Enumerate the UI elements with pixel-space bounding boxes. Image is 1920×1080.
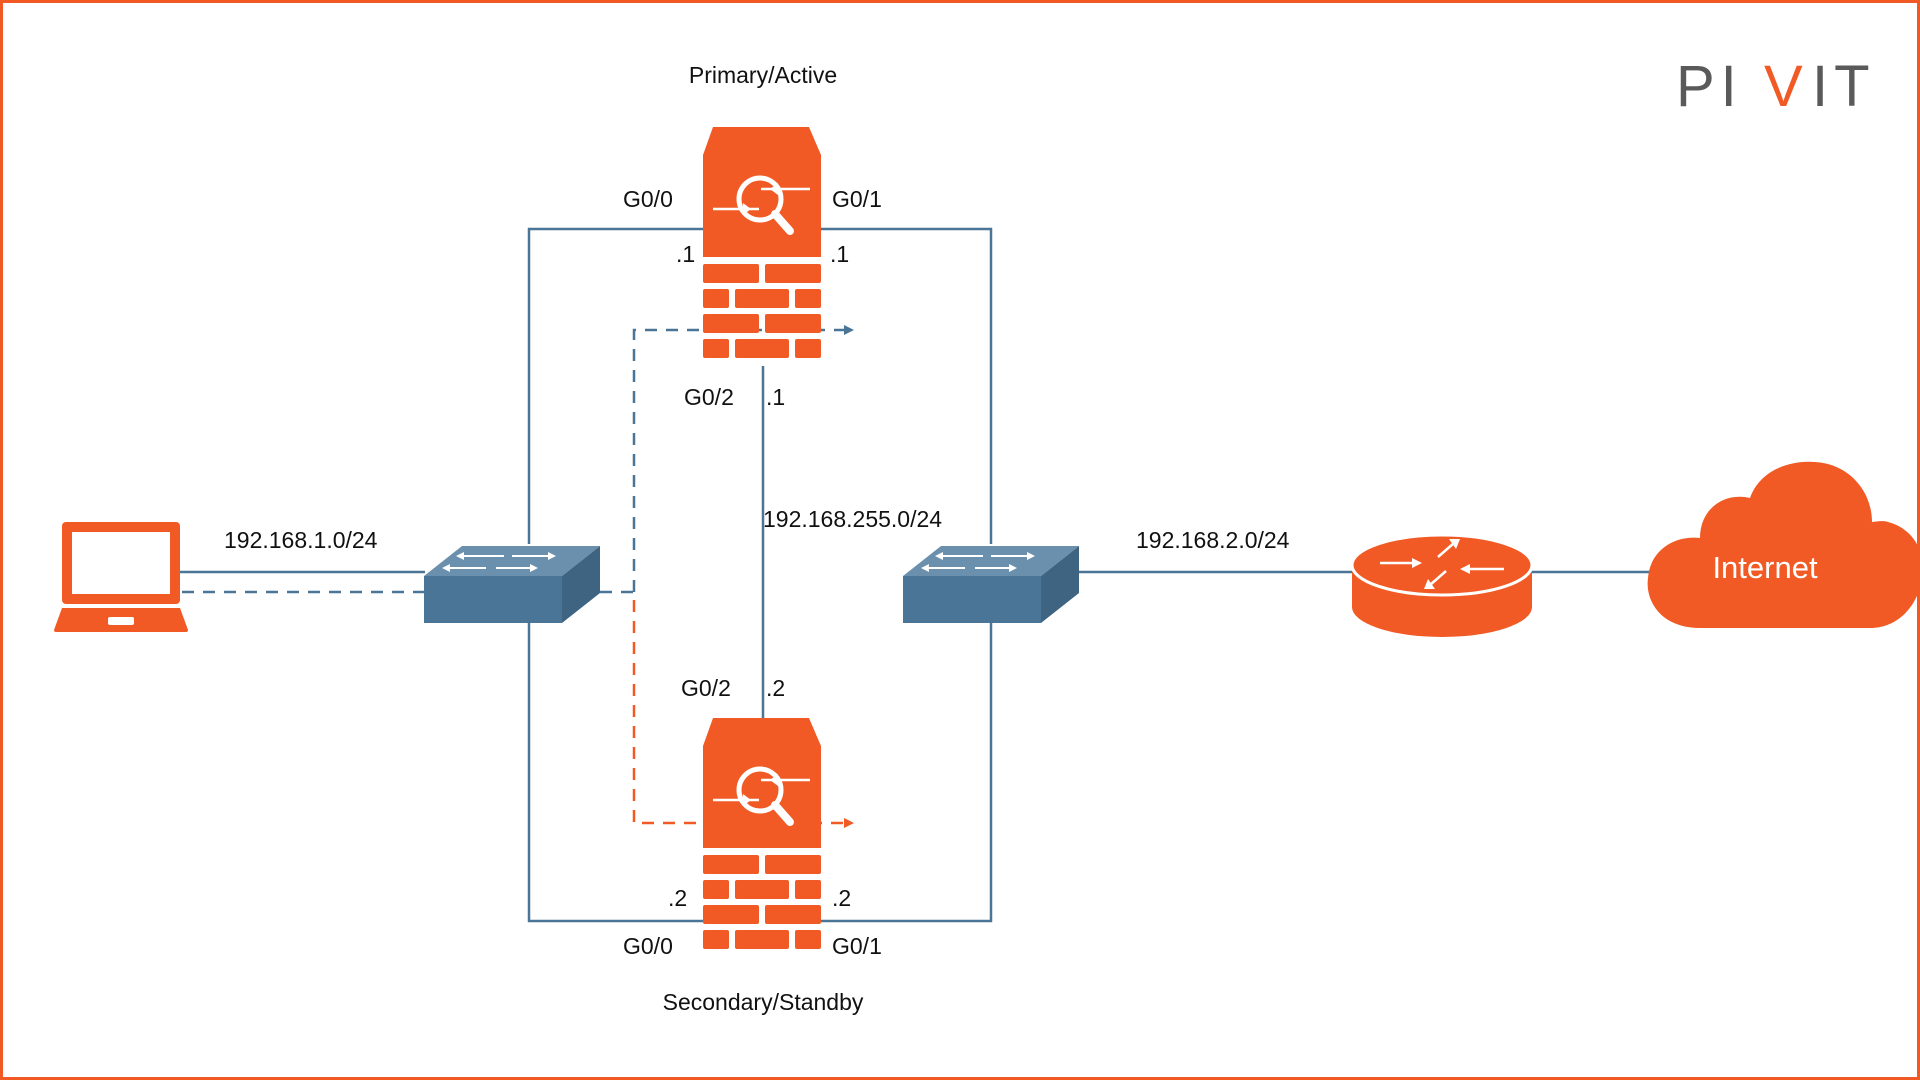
logo-text-left: PI	[1676, 54, 1743, 119]
primary-g00-label: G0/0	[623, 186, 673, 212]
lan-switch-icon	[423, 545, 601, 624]
secondary-g00-label: G0/0	[623, 933, 673, 959]
link-lanswitch-secondary	[527, 623, 705, 923]
link-primary-wanswitch	[820, 227, 993, 544]
links	[172, 227, 1650, 923]
cloud-label: Internet	[1712, 550, 1818, 585]
primary-firewall-icon	[703, 127, 821, 358]
logo-text-right: IT	[1812, 54, 1876, 119]
link-lanswitch-primary	[527, 227, 705, 544]
secondary-g01-ip: .2	[832, 885, 851, 911]
secondary-g02-ip: .2	[766, 675, 785, 701]
lan-network-label: 192.168.1.0/24	[224, 527, 378, 553]
primary-g00-ip: .1	[676, 241, 695, 267]
flow-to-primary	[632, 325, 854, 592]
primary-g01-ip: .1	[830, 241, 849, 267]
logo-text-mark: V	[1764, 54, 1809, 119]
secondary-g00-ip: .2	[668, 885, 687, 911]
secondary-firewall-icon	[703, 718, 821, 949]
primary-g02-ip: .1	[766, 384, 785, 410]
primary-g02-label: G0/2	[684, 384, 734, 410]
primary-title: Primary/Active	[689, 62, 837, 88]
wan-network-label: 192.168.2.0/24	[1136, 527, 1290, 553]
laptop-icon	[54, 522, 188, 632]
link-secondary-wanswitch	[820, 623, 993, 923]
router-icon	[1350, 533, 1534, 637]
pivit-logo: PI V IT	[1676, 54, 1876, 119]
wan-switch-icon	[902, 545, 1080, 624]
secondary-title: Secondary/Standby	[663, 989, 864, 1015]
secondary-g02-label: G0/2	[681, 675, 731, 701]
primary-g01-label: G0/1	[832, 186, 882, 212]
secondary-g01-label: G0/1	[832, 933, 882, 959]
failover-network-label: 192.168.255.0/24	[763, 506, 942, 532]
cloud-icon: Internet	[1647, 461, 1920, 628]
